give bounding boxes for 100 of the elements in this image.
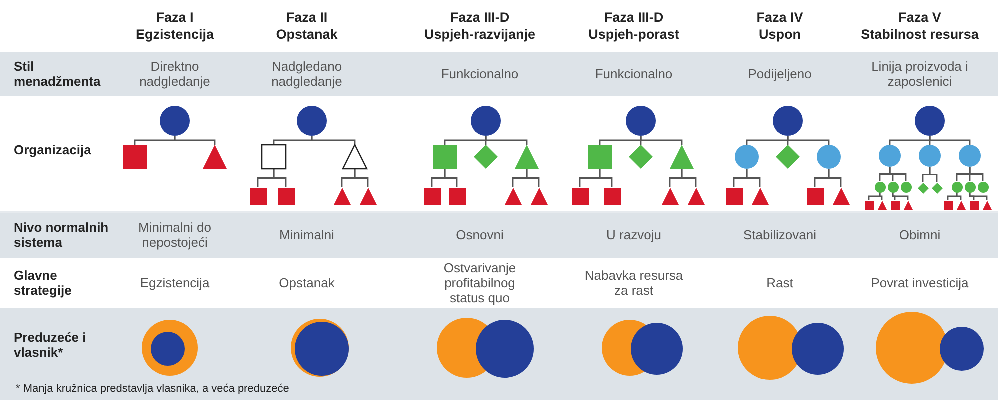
connector-line — [889, 167, 907, 182]
org-square — [433, 145, 457, 169]
org-triangle — [530, 188, 548, 204]
org-circle — [952, 182, 962, 192]
column-heading: Faza I — [156, 10, 194, 26]
row-heading: Organizacija — [14, 142, 92, 158]
table-cell-text: Rast — [766, 276, 794, 290]
org-triangle — [982, 200, 992, 210]
connector-line — [640, 136, 683, 145]
connector-line — [956, 192, 962, 200]
column-heading: Faza IV — [756, 10, 804, 26]
table-cell-text: Osnovni — [456, 228, 504, 242]
column-heading: Opstanak — [276, 27, 338, 43]
table-cell-text: Nabavka resursa za rast — [584, 268, 684, 298]
connector-line — [354, 169, 369, 188]
row-heading: Stil menadžmenta — [14, 59, 102, 89]
org-square — [970, 200, 978, 210]
org-square — [864, 200, 874, 210]
column-heading: Faza III-D — [604, 10, 664, 26]
org-square — [588, 145, 612, 169]
org-triangle — [878, 200, 886, 210]
connector-line — [879, 192, 883, 200]
connector-line — [929, 136, 971, 145]
org-triangle — [515, 145, 539, 169]
org-circle — [964, 182, 976, 192]
table-cell-text: Egzistencija — [140, 276, 210, 290]
connector-line — [526, 169, 540, 188]
table-cell-text: Nadgledano nadgledanje — [270, 59, 344, 89]
column-heading: Egzistencija — [136, 27, 214, 43]
org-square — [448, 188, 466, 204]
table-cell-text: Funkcionalno — [595, 66, 673, 82]
table-cell-text: U razvoju — [606, 228, 662, 242]
connector-line — [787, 136, 830, 145]
org-diamond — [776, 145, 800, 169]
table-cell-text: Minimalni — [280, 228, 334, 242]
column-heading: Uspjeh-porast — [588, 27, 680, 43]
org-circle — [874, 182, 886, 192]
org-square — [278, 188, 294, 204]
org-triangle — [203, 145, 227, 169]
table-cell-text: Stabilizovani — [744, 228, 816, 242]
footnote: * Manja kružnica predstavlja vlasnika, a veća preduzeće — [16, 383, 290, 395]
table-cell-text: Direktno nadgledanje — [138, 59, 212, 89]
connector-line — [599, 169, 613, 188]
org-triangle — [670, 145, 694, 169]
org-diamond — [474, 145, 498, 169]
org-square — [123, 145, 147, 169]
connector-line — [929, 167, 938, 182]
org-circle — [817, 145, 841, 169]
org-triangle — [752, 188, 768, 204]
org-square — [424, 188, 440, 204]
column-heading: Uspon — [759, 27, 801, 43]
column-heading: Faza II — [286, 10, 328, 26]
org-triangle — [832, 188, 850, 204]
org-square — [262, 145, 286, 169]
table-cell-text: Minimalni do nepostojeći — [138, 220, 212, 250]
org-diamond — [932, 182, 942, 194]
table-cell-text: Povrat investicija — [871, 276, 969, 290]
org-square — [806, 188, 824, 204]
org-triangle — [904, 200, 912, 210]
row-heading: Preduzeće i vlasnik* — [14, 330, 88, 360]
connector-line — [311, 136, 356, 145]
connector-line — [485, 136, 528, 145]
org-circle — [919, 145, 941, 167]
column-heading: Faza III-D — [450, 10, 510, 26]
org-square — [726, 188, 742, 204]
org-circle — [900, 182, 912, 192]
org-triangle — [343, 145, 367, 169]
column-heading: Faza V — [898, 10, 942, 26]
connector-line — [681, 169, 697, 188]
org-circle — [773, 106, 803, 136]
org-circle — [735, 145, 759, 169]
connector-line — [969, 167, 984, 182]
org-circle — [471, 106, 501, 136]
org-triangle — [956, 200, 966, 210]
connector-line — [444, 169, 458, 188]
org-circle — [888, 182, 898, 192]
org-triangle — [662, 188, 678, 204]
org-circle — [879, 145, 901, 167]
org-circle — [160, 106, 190, 136]
org-circle — [959, 145, 981, 167]
org-circle — [297, 106, 327, 136]
org-circle — [978, 182, 988, 192]
row-heading: Nivo normalnih sistema — [14, 220, 110, 250]
table-cell-text: Funkcionalno — [441, 66, 519, 82]
connector-line — [746, 169, 761, 188]
table-cell-text: Linija proizvoda i zaposlenici — [870, 59, 970, 89]
table-cell-text: Obimni — [899, 228, 941, 242]
org-triangle — [504, 188, 522, 204]
org-circle — [915, 106, 945, 136]
table-cell-text: Podijeljeno — [748, 66, 812, 82]
connector-line — [174, 136, 216, 145]
org-diamond — [918, 182, 928, 194]
org-diamond — [629, 145, 653, 169]
org-circle — [626, 106, 656, 136]
org-square — [890, 200, 900, 210]
connector-line — [828, 169, 842, 188]
org-triangle — [688, 188, 704, 204]
org-triangle — [334, 188, 350, 204]
org-square — [250, 188, 266, 204]
column-heading: Uspjeh-razvijanje — [424, 27, 536, 43]
